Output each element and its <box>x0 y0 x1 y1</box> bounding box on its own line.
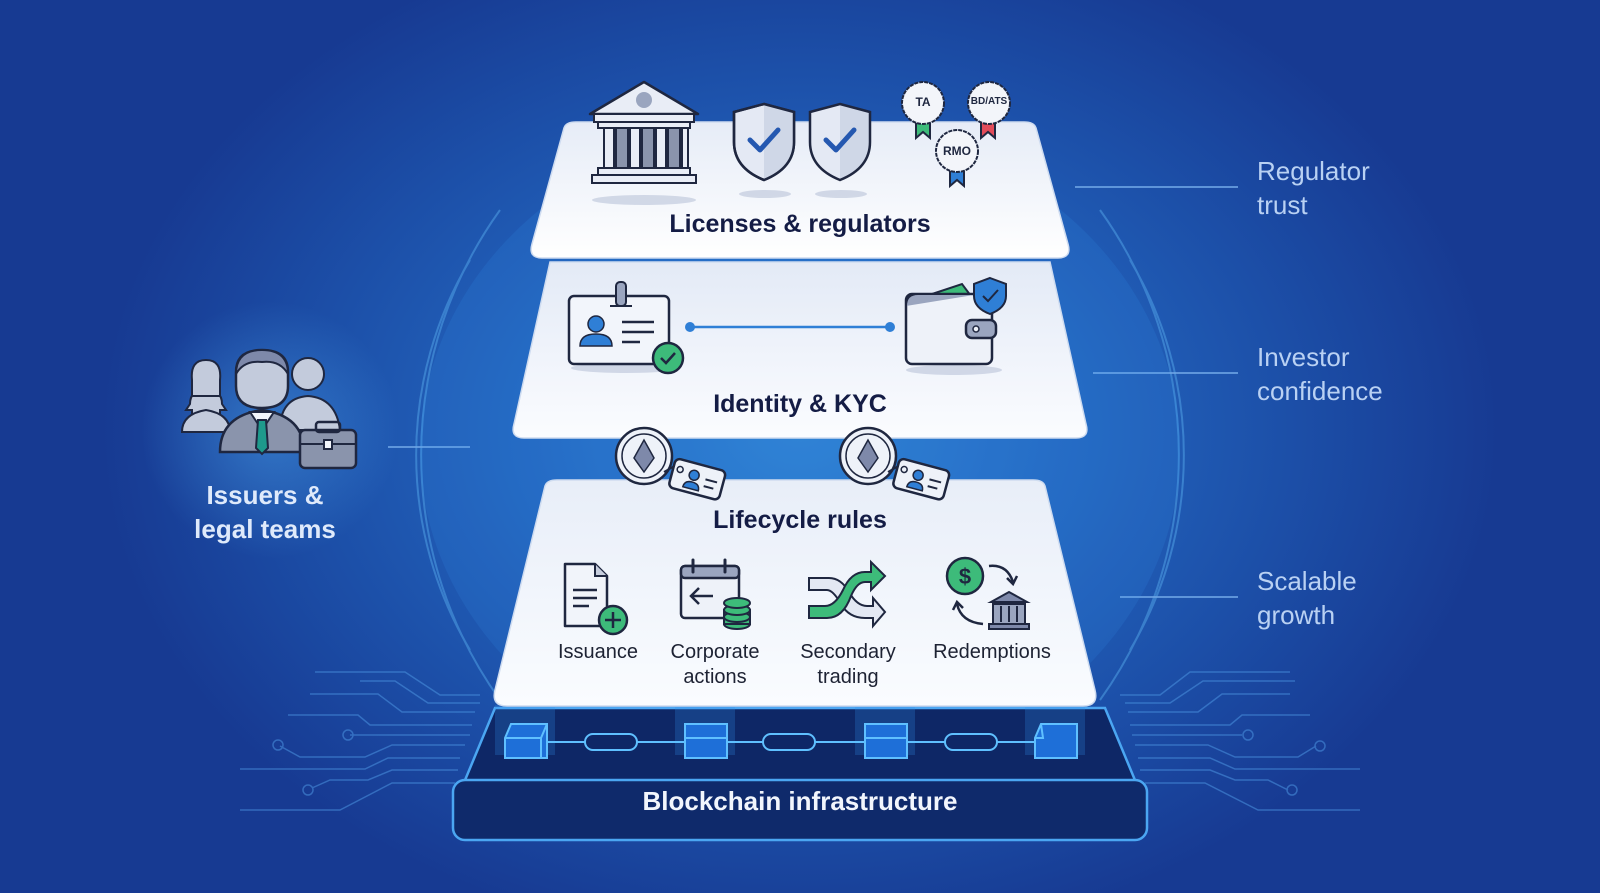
lifecycle-item-issuance: Issuance <box>523 640 673 665</box>
outcome-label-line: confidence <box>1257 376 1383 406</box>
svg-text:$: $ <box>959 564 971 589</box>
circuit-lines-left <box>240 671 480 811</box>
lifecycle-item-redemptions: Redemptions <box>917 640 1067 665</box>
badge-ribbon-icon <box>901 81 945 141</box>
lifecycle-layer: Lifecycle rules $ <box>485 479 1115 720</box>
outcome-label-line: Investor <box>1257 342 1350 372</box>
lifecycle-item-label: Secondary <box>800 641 896 663</box>
outcome-scalable-growth: Scalable growth <box>1257 564 1357 632</box>
outcome-regulator-trust: Regulator trust <box>1257 154 1370 222</box>
license-badge-rmo: RMO <box>934 128 980 190</box>
chain-link-icons <box>547 733 1035 751</box>
blockchain-layer <box>445 690 1155 845</box>
circuit-lines-right <box>1120 671 1360 811</box>
chain-block-icon <box>495 705 555 759</box>
chain-block-icon <box>675 705 735 759</box>
shield-check-icon <box>808 102 872 198</box>
regulator-building-icon <box>588 80 700 205</box>
chain-block-icon <box>855 705 915 759</box>
lifecycle-item-label: Issuance <box>557 641 639 663</box>
lifecycle-item-label: Corporate <box>670 641 760 663</box>
lifecycle-item-label: trading <box>817 666 879 688</box>
blockchain-base-shape <box>451 705 1149 842</box>
issuers-label-line: Issuers & <box>206 480 324 510</box>
wallet-shield-icon <box>904 276 1007 375</box>
lifecycle-panel-shape <box>493 479 1097 707</box>
lifecycle-layer-title: Lifecycle rules <box>713 506 887 534</box>
outcome-investor-confidence: Investor confidence <box>1257 340 1383 408</box>
id-card-verified-icon <box>567 281 685 375</box>
outcome-label-line: trust <box>1257 190 1308 220</box>
outcome-label-line: growth <box>1257 600 1336 630</box>
issuers-legal-teams-label: Issuers & legal teams <box>170 478 360 546</box>
licenses-layer-title: Licenses & regulators <box>669 210 931 238</box>
badge-ribbon-icon <box>935 129 979 189</box>
license-badge-ta: TA <box>900 80 946 142</box>
chain-blocks <box>495 705 1085 759</box>
token-tag-icon <box>614 426 727 501</box>
issuance-document-icon <box>563 562 629 636</box>
identity-layer-title: Identity & KYC <box>713 390 887 418</box>
badge-label: TA <box>915 95 931 109</box>
issuers-team-icon <box>180 348 358 470</box>
badge-label: RMO <box>943 144 971 158</box>
license-badge-bd-ats: BD/ATS <box>965 80 1013 142</box>
blockchain-layer-title: Blockchain infrastructure <box>642 786 958 816</box>
lifecycle-item-corporate-actions: Corporate actions <box>640 640 790 690</box>
lifecycle-item-label: Redemptions <box>933 641 1051 663</box>
halo-arcs <box>415 209 1185 701</box>
identity-wallet-link-line <box>685 322 895 332</box>
badge-label: BD/ATS <box>970 96 1008 107</box>
outcome-label-line: Regulator <box>1257 156 1370 186</box>
corporate-actions-calendar-icon <box>679 558 751 630</box>
token-tag-icon <box>838 426 951 501</box>
badge-ribbon-icon <box>967 81 1011 141</box>
lifecycle-item-secondary-trading: Secondary trading <box>773 640 923 690</box>
chain-block-icon <box>1025 705 1085 759</box>
shield-check-icon <box>732 102 796 198</box>
issuers-label-line: legal teams <box>194 514 336 544</box>
secondary-trading-shuffle-icon <box>808 559 887 629</box>
redemptions-exchange-icon: $ <box>945 556 1031 630</box>
identity-layer: Identity & KYC <box>510 261 1090 447</box>
lifecycle-item-label: actions <box>683 666 747 688</box>
outcome-label-line: Scalable <box>1257 566 1357 596</box>
